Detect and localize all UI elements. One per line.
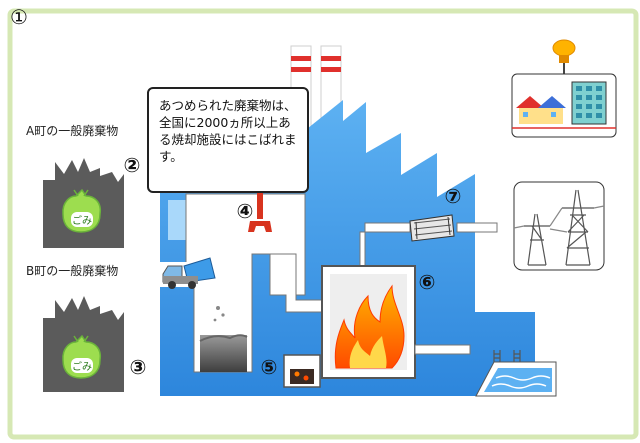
step-3-marker: ③: [130, 355, 147, 379]
houses-icon: [516, 96, 566, 124]
town-a-waste-site: ごみ: [43, 158, 124, 248]
power-tower-icon: [513, 189, 605, 266]
garbage-bag-icon: ごみ: [62, 334, 102, 379]
step-6-marker: ⑥: [419, 270, 436, 294]
crane-claw-icon: [248, 193, 272, 232]
houses-panel: [511, 73, 617, 138]
step-5-marker: ⑤: [261, 355, 278, 379]
bag-label-b: ごみ: [72, 360, 92, 373]
building-icon: [571, 81, 607, 125]
light-bulb-icon: [552, 39, 576, 74]
step-4-marker: ④: [237, 199, 254, 223]
pool-icon: [475, 350, 557, 397]
step-marker: ①: [10, 5, 28, 29]
step-7-marker: ⑦: [445, 184, 462, 208]
town-b-label: B町の一般廃棄物: [26, 263, 118, 278]
fire-icon: [334, 284, 405, 369]
town-b-waste-site: ごみ: [43, 296, 124, 392]
power-panel: [513, 181, 605, 271]
town-a-label: A町の一般廃棄物: [26, 123, 118, 138]
turbine-icon: [409, 214, 455, 242]
outer-border: [7, 8, 639, 440]
callout-box: あつめられた廃棄物は、全国に2000ヵ所以上ある焼却施設にはこばれます。: [147, 87, 309, 193]
bag-label-a: ごみ: [72, 214, 92, 227]
callout-text: あつめられた廃棄物は、全国に2000ヵ所以上ある焼却施設にはこばれます。: [159, 98, 297, 164]
garbage-bag-icon: ごみ: [62, 188, 102, 233]
step-2-marker: ②: [124, 153, 141, 177]
garbage-truck-icon: [160, 257, 216, 289]
